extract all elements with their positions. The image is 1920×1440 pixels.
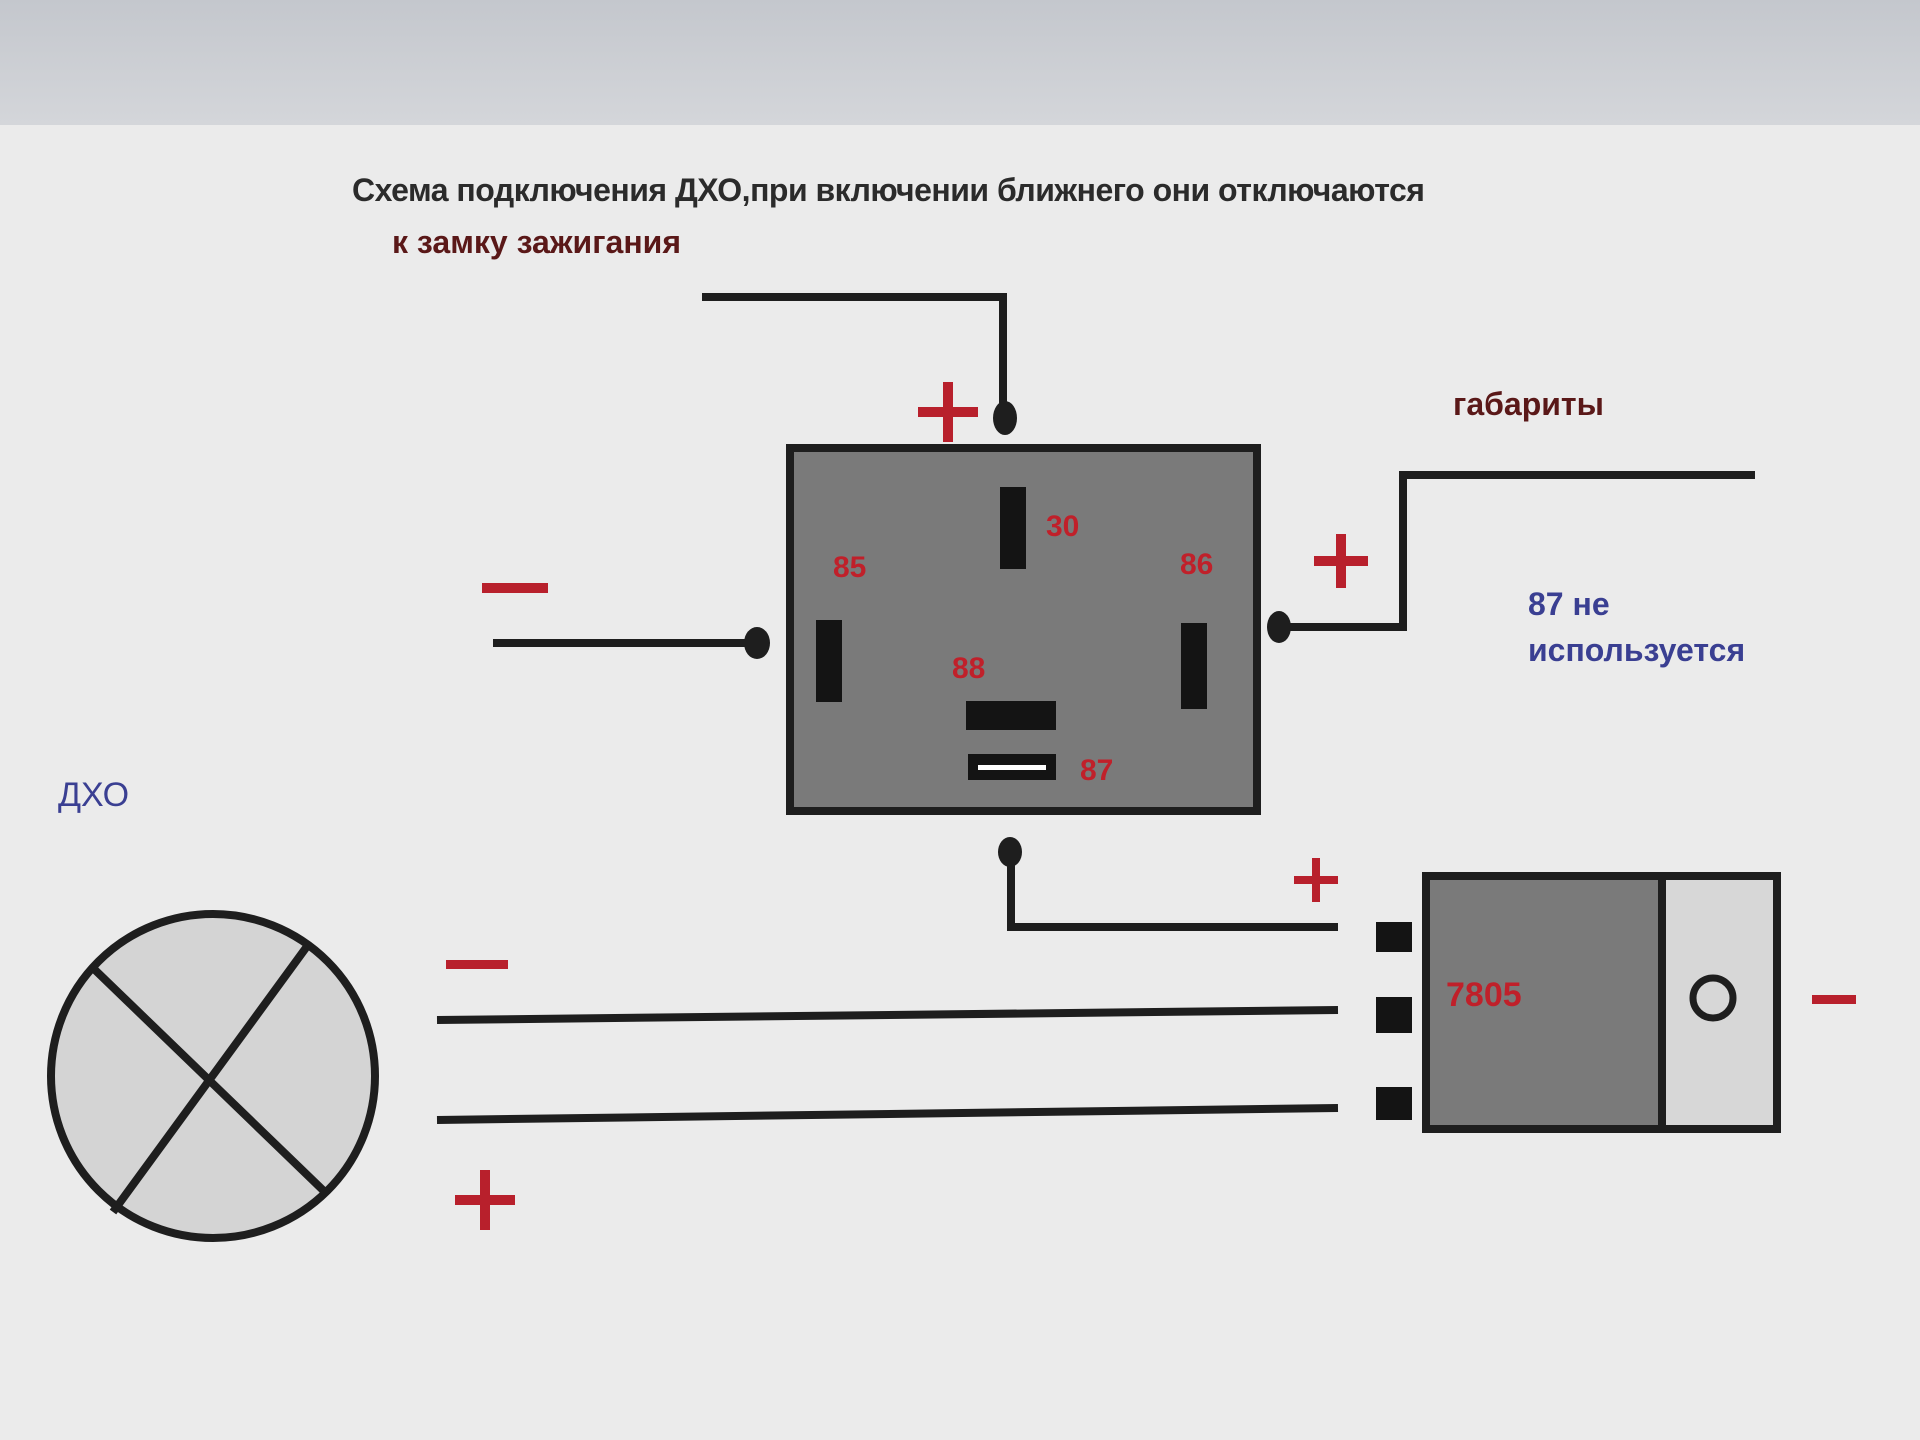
regulator-label: 7805: [1446, 976, 1522, 1014]
terminal-88: [998, 837, 1022, 867]
relay-pin-label-87: 87: [1080, 754, 1114, 787]
relay-pin-label-85: 85: [833, 551, 867, 584]
plus-icon-regulator-input: [1294, 858, 1338, 902]
relay-pin-30: [1000, 487, 1026, 569]
wire-parking-lights: [1282, 471, 1755, 631]
pin87-note-text: 87 не используется: [1528, 586, 1746, 668]
ignition-label: к замку зажигания: [392, 224, 681, 260]
relay-pin-87-slot: [978, 765, 1046, 770]
terminal-30: [993, 401, 1017, 435]
regulator-leg-output: [1376, 1087, 1412, 1120]
regulator-leg-ground: [1376, 997, 1412, 1033]
wire-lamp-minus: [436, 1006, 1339, 1024]
wire-88-regulator: [1007, 852, 1338, 931]
relay-pin-label-88: 88: [952, 652, 986, 685]
drl-lamp-cross-b: [109, 942, 312, 1215]
top-gray-band: [0, 0, 1920, 125]
pin87-note: 87 не используется: [1528, 581, 1788, 673]
plus-icon-lamp: [455, 1170, 515, 1230]
minus-icon-lamp: [446, 960, 508, 969]
regulator-leg-input: [1376, 922, 1412, 952]
relay-pin-label-30: 30: [1046, 510, 1080, 543]
relay-pin-label-86: 86: [1180, 548, 1214, 581]
parking-lights-label: габариты: [1453, 386, 1604, 422]
wire-ignition: [702, 293, 1007, 415]
drl-label: ДХО: [58, 776, 130, 814]
regulator-mount-hole: [1689, 974, 1737, 1022]
plus-icon-parking-lights: [1314, 534, 1368, 588]
plus-icon-ignition: [918, 382, 978, 442]
relay-pin-86: [1181, 623, 1207, 709]
relay-pin-85: [816, 620, 842, 702]
diagram-title: Схема подключения ДХО,при включении ближ…: [352, 172, 1425, 208]
terminal-86: [1267, 611, 1291, 643]
terminal-85: [744, 627, 770, 659]
relay-pin-88: [966, 701, 1056, 730]
minus-icon-regulator: [1812, 995, 1856, 1004]
minus-icon-relay-85: [482, 583, 548, 593]
wire-lamp-plus: [436, 1104, 1339, 1124]
regulator-package: [1430, 880, 1660, 1125]
